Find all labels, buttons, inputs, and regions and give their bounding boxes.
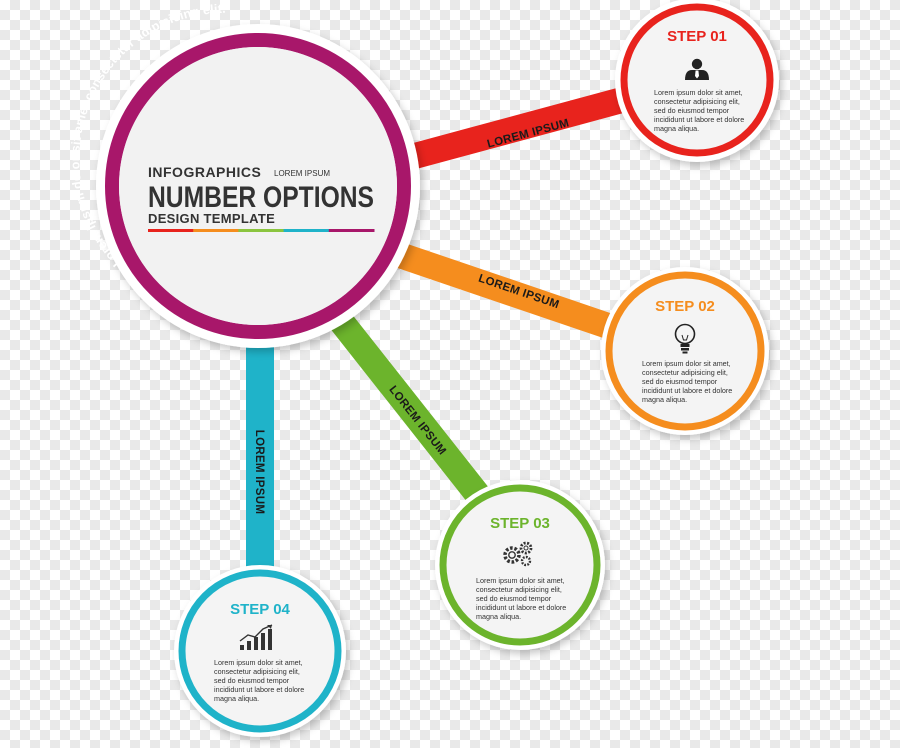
step-title: STEP 03 (490, 515, 550, 532)
svg-text:magna aliqua.: magna aliqua. (214, 694, 259, 703)
lightbulb-icon (674, 323, 696, 354)
svg-text:consectetur adipisicing elit,: consectetur adipisicing elit, (642, 368, 728, 377)
hub-inner-disc (119, 47, 397, 325)
rainbow-segment (193, 229, 239, 232)
arm-bar (329, 311, 497, 514)
svg-text:sed do eiusmod tempor: sed do eiusmod tempor (654, 106, 730, 115)
step-02-circle: STEP 02 Lorem ipsum dolor sit amet, cons… (601, 267, 769, 435)
svg-text:Lorem ipsum dolor sit amet,: Lorem ipsum dolor sit amet, (654, 88, 743, 97)
svg-text:consectetur adipisicing elit,: consectetur adipisicing elit, (476, 585, 562, 594)
step-ring (178, 569, 342, 733)
gears-icon (503, 541, 533, 567)
svg-text:magna aliqua.: magna aliqua. (654, 124, 699, 133)
step-03-circle: STEP 03 Lorem ipsum dolor sit amet, cons… (435, 480, 605, 650)
hub-title-small: LOREM IPSUM (274, 169, 330, 178)
svg-text:consectetur adipisicing elit,: consectetur adipisicing elit, (654, 97, 740, 106)
hub-title-infographics: INFOGRAPHICS (148, 164, 261, 180)
bar-chart-icon (239, 624, 273, 650)
arm-step-01: LOREM IPSUM (396, 87, 626, 173)
svg-text:incididunt ut labore et dolore: incididunt ut labore et dolore (654, 115, 744, 124)
person-icon (685, 58, 709, 80)
rainbow-segment (283, 229, 330, 232)
arm-step-04: LOREM IPSUM (246, 340, 274, 580)
step-description: Lorem ipsum dolor sit amet, consectetur … (642, 359, 732, 404)
step-title: STEP 04 (230, 601, 290, 618)
step-description: Lorem ipsum dolor sit amet, consectetur … (476, 576, 566, 621)
svg-text:sed do eiusmod tempor: sed do eiusmod tempor (642, 377, 718, 386)
hub-subtitle: DESIGN TEMPLATE (148, 211, 275, 226)
svg-text:sed do eiusmod tempor: sed do eiusmod tempor (214, 676, 290, 685)
arm-step-02: LOREM IPSUM (380, 237, 619, 341)
svg-text:incididunt ut labore et dolore: incididunt ut labore et dolore (476, 603, 566, 612)
step-04-circle: STEP 04 Lorem ipsum dolor sit amet, cons… (174, 565, 346, 737)
arm-label: LOREM IPSUM (386, 384, 448, 458)
rainbow-segment (148, 229, 194, 232)
svg-text:sed do eiusmod tempor: sed do eiusmod tempor (476, 594, 552, 603)
svg-text:magna aliqua.: magna aliqua. (642, 395, 687, 404)
arm-label: LOREM IPSUM (253, 430, 265, 514)
svg-text:consectetur adipisicing elit,: consectetur adipisicing elit, (214, 667, 300, 676)
step-01-circle: STEP 01 Lorem ipsum dolor sit amet, cons… (615, 0, 779, 162)
rainbow-segment (238, 229, 285, 232)
arm-step-03: LOREM IPSUM (329, 311, 497, 514)
step-title: STEP 02 (655, 298, 715, 315)
arm-bar (396, 87, 626, 173)
step-ring (605, 271, 765, 431)
arm-bar (380, 237, 619, 341)
hub-circle: Lorem ipsum dolor sit amet consectetur a… (68, 2, 420, 348)
step-description: Lorem ipsum dolor sit amet, consectetur … (214, 658, 304, 703)
step-description: Lorem ipsum dolor sit amet, consectetur … (654, 88, 744, 133)
svg-text:Lorem ipsum dolor sit amet,: Lorem ipsum dolor sit amet, (214, 658, 303, 667)
rainbow-segment (328, 229, 375, 232)
svg-text:Lorem ipsum dolor sit amet,: Lorem ipsum dolor sit amet, (642, 359, 731, 368)
svg-text:Lorem ipsum dolor sit amet,: Lorem ipsum dolor sit amet, (476, 576, 565, 585)
svg-text:magna aliqua.: magna aliqua. (476, 612, 521, 621)
step-ring (439, 484, 601, 646)
hub-rainbow-bar (148, 229, 375, 232)
step-title: STEP 01 (667, 28, 727, 45)
svg-text:incididunt ut labore et dolore: incididunt ut labore et dolore (642, 386, 732, 395)
svg-text:incididunt ut labore et dolore: incididunt ut labore et dolore (214, 685, 304, 694)
hub-title-main: NUMBER OPTIONS (148, 181, 374, 214)
